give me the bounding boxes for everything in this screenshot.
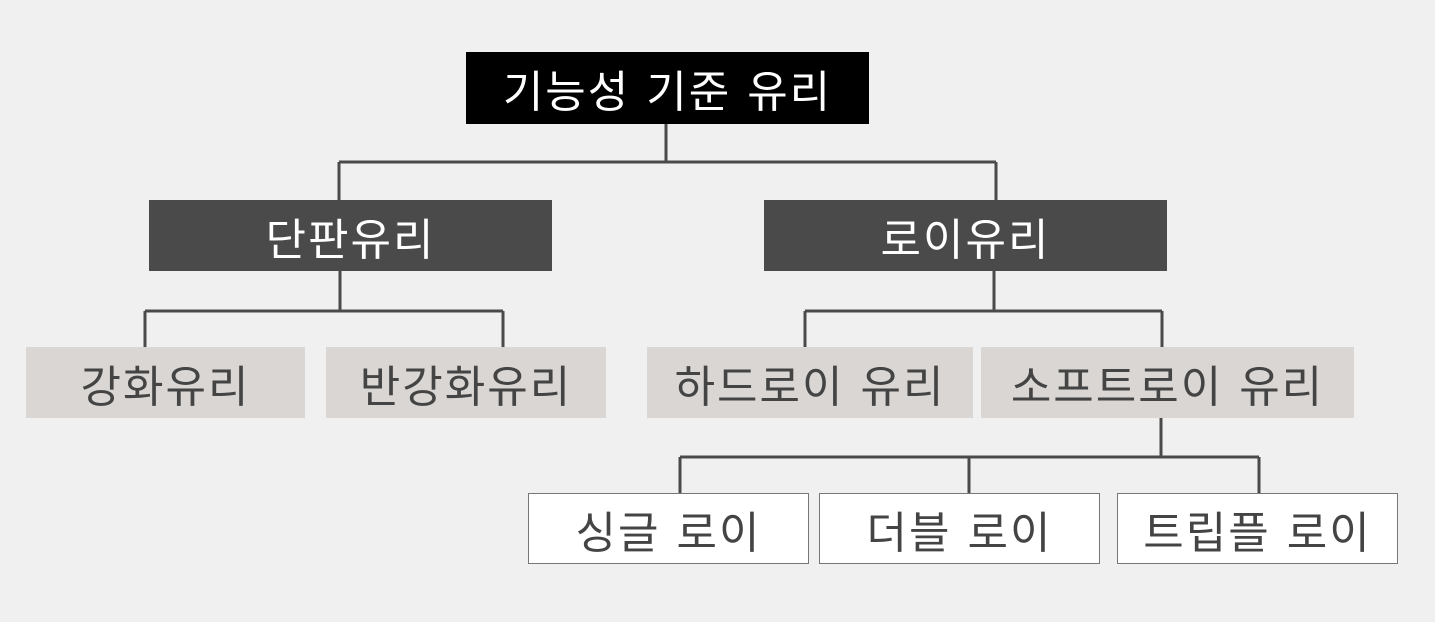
soft-low-e-connector (678, 418, 1261, 493)
node-triple-low-e: 트립플 로이 (1117, 493, 1398, 564)
single-pane-connector (143, 271, 505, 347)
node-single-pane-glass: 단판유리 (149, 200, 552, 271)
node-single-low-e: 싱글 로이 (528, 493, 809, 564)
node-heat-strengthened-glass: 반강화유리 (326, 347, 606, 418)
root-node: 기능성 기준 유리 (466, 52, 869, 124)
root-connector (337, 124, 998, 200)
node-low-e-glass: 로이유리 (764, 200, 1167, 271)
node-double-low-e: 더블 로이 (819, 493, 1100, 564)
low-e-connector (803, 271, 1164, 347)
node-tempered-glass: 강화유리 (26, 347, 305, 418)
node-soft-low-e-glass: 소프트로이 유리 (981, 347, 1354, 418)
node-hard-low-e-glass: 하드로이 유리 (647, 347, 973, 418)
